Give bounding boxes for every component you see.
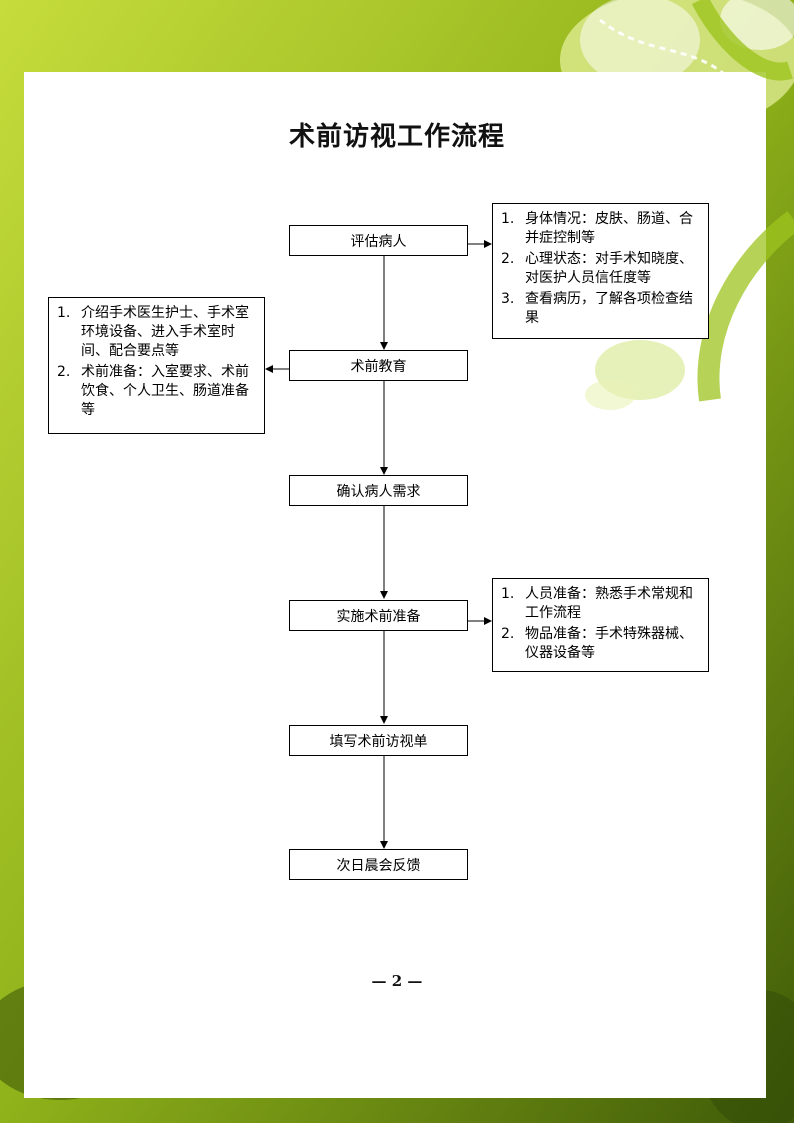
- page-title: 术前访视工作流程: [288, 122, 505, 152]
- step-assess-patient: 评估病人: [289, 225, 468, 256]
- step-label: 确认病人需求: [336, 483, 421, 500]
- step-preop-education: 术前教育: [289, 350, 468, 381]
- step-label: 填写术前访视单: [329, 733, 428, 750]
- step-label: 次日晨会反馈: [336, 857, 421, 874]
- list-text: 物品准备：手术特殊器械、仪器设备等: [525, 626, 693, 661]
- list-item: 1. 身体情况：皮肤、肠道、合并症控制等: [501, 210, 700, 248]
- list-text: 查看病历，了解各项检查结果: [525, 291, 693, 326]
- list-item: 2. 心理状态：对手术知晓度、对医护人员信任度等: [501, 250, 700, 288]
- note-assessment-details: 1. 身体情况：皮肤、肠道、合并症控制等 2. 心理状态：对手术知晓度、对医护人员信…: [492, 203, 709, 339]
- list-number: 1.: [57, 305, 71, 321]
- note-preparation-details: 1. 人员准备：熟悉手术常规和工作流程 2. 物品准备：手术特殊器械、仪器设备等: [492, 578, 709, 672]
- list-number: 2.: [57, 364, 71, 380]
- list-number: 1.: [501, 586, 515, 602]
- list-item: 3. 查看病历，了解各项检查结果: [501, 290, 700, 328]
- page-number: — 2 —: [371, 972, 423, 990]
- list-number: 1.: [501, 211, 515, 227]
- list-text: 人员准备：熟悉手术常规和工作流程: [525, 586, 693, 621]
- list-number: 2.: [501, 626, 515, 642]
- list-item: 2. 物品准备：手术特殊器械、仪器设备等: [501, 625, 700, 663]
- list-item: 1. 人员准备：熟悉手术常规和工作流程: [501, 585, 700, 623]
- step-preop-preparation: 实施术前准备: [289, 600, 468, 631]
- step-fill-visit-form: 填写术前访视单: [289, 725, 468, 756]
- note-education-details: 1. 介绍手术医生护士、手术室环境设备、进入手术室时间、配合要点等 2. 术前准备：…: [48, 297, 265, 434]
- list-text: 术前准备：入室要求、术前饮食、个人卫生、肠道准备等: [81, 364, 249, 418]
- list-item: 2. 术前准备：入室要求、术前饮食、个人卫生、肠道准备等: [57, 363, 256, 420]
- list-text: 心理状态：对手术知晓度、对医护人员信任度等: [525, 251, 693, 286]
- list-number: 2.: [501, 251, 515, 267]
- list-text: 介绍手术医生护士、手术室环境设备、进入手术室时间、配合要点等: [81, 305, 249, 359]
- step-confirm-needs: 确认病人需求: [289, 475, 468, 506]
- step-morning-feedback: 次日晨会反馈: [289, 849, 468, 880]
- list-item: 1. 介绍手术医生护士、手术室环境设备、进入手术室时间、配合要点等: [57, 304, 256, 361]
- step-label: 术前教育: [350, 358, 407, 375]
- list-number: 3.: [501, 291, 515, 307]
- list-text: 身体情况：皮肤、肠道、合并症控制等: [525, 211, 693, 246]
- step-label: 实施术前准备: [336, 608, 421, 625]
- step-label: 评估病人: [350, 233, 407, 250]
